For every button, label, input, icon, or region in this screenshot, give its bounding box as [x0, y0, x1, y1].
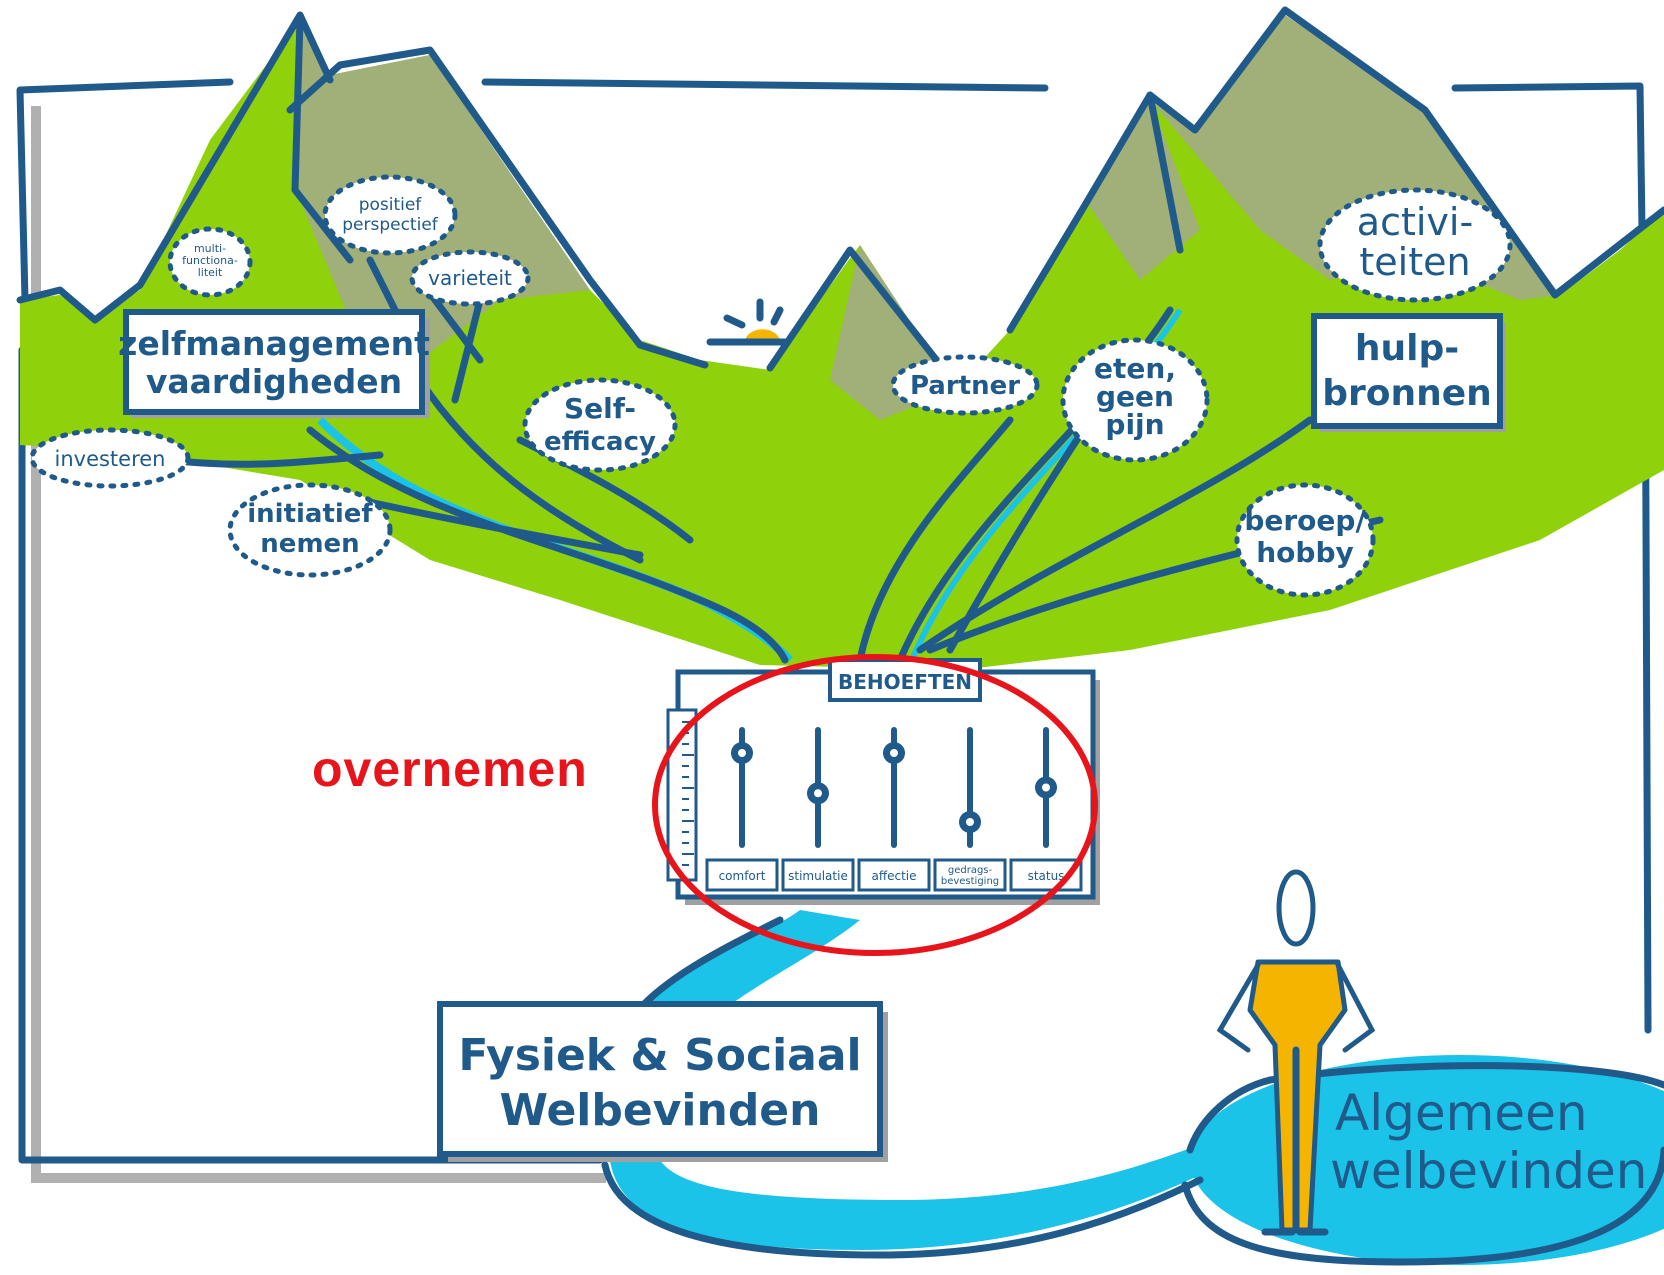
svg-text:positief: positief [359, 195, 423, 215]
bubble-multifunctionaliteit: multi- functiona- liteit [167, 226, 253, 298]
svg-text:multi-: multi- [194, 242, 226, 255]
svg-text:liteit: liteit [198, 266, 223, 279]
zelfmanagement-box: zelfmanagement vaardigheden [118, 309, 430, 418]
slider-knob-center [738, 749, 746, 757]
svg-text:pijn: pijn [1105, 408, 1164, 441]
slider-3[interactable]: gedrags-bevestiging [933, 727, 1007, 892]
fysiek-line-2: Welbevinden [500, 1085, 821, 1136]
needs-sliders: comfort stimulatie affectie gedrags-bevesti… [705, 727, 1083, 892]
svg-text:perspectief: perspectief [342, 215, 439, 235]
need-tag [781, 858, 855, 892]
svg-text:geen: geen [1096, 380, 1174, 413]
slider-knob-center [1042, 783, 1050, 792]
bubble-initiatief-nemen: initiatief nemen [227, 482, 393, 578]
slider-knob-center [966, 818, 974, 826]
fysiek-line-1: Fysiek & Sociaal [458, 1030, 861, 1081]
svg-text:initiatief: initiatief [247, 499, 373, 529]
hulpbronnen-line-2: bronnen [1322, 373, 1492, 414]
slider-0[interactable]: comfort [705, 727, 779, 892]
svg-text:Self-: Self- [564, 392, 636, 425]
need-tag [933, 858, 1007, 892]
svg-text:teiten: teiten [1359, 240, 1470, 284]
algemeen-line-2: welbevinden [1330, 1142, 1647, 1200]
svg-text:investeren: investeren [55, 447, 166, 471]
need-label: comfort [719, 869, 766, 883]
zelfmanagement-line-1: zelfmanagement [118, 324, 430, 363]
bubble-positief-perspectief: positief perspectief [322, 174, 458, 256]
bubble-activiteiten: activi- teiten [1317, 187, 1513, 303]
need-label: affectie [871, 869, 916, 883]
svg-text:activi-: activi- [1357, 200, 1473, 244]
zelfmanagement-line-2: vaardigheden [146, 362, 402, 401]
svg-text:beroep/: beroep/ [1244, 504, 1366, 537]
svg-text:hobby: hobby [1256, 536, 1354, 569]
person-figure [1216, 869, 1376, 1236]
behoeften-panel: BEHOEFTEN comfort stimulatie affectie gedra… [666, 658, 1100, 905]
bubble-self-efficacy: Self- efficacy [522, 377, 678, 473]
highlight-circle [652, 654, 1098, 956]
svg-text:eten,: eten, [1094, 352, 1176, 385]
bubble-beroep-hobby: beroep/ hobby [1234, 482, 1376, 598]
need-label: stimulatie [788, 869, 848, 883]
bubble-eten-geen-pijn: eten, geen pijn [1060, 337, 1210, 463]
svg-text:varieteit: varieteit [428, 266, 512, 290]
hulpbronnen-box: hulp- bronnen [1311, 313, 1506, 432]
overnemen-label: overnemen [312, 741, 588, 797]
hulpbronnen-line-1: hulp- [1355, 328, 1459, 369]
svg-text:efficacy: efficacy [544, 427, 656, 457]
need-label: gedrags- [948, 865, 993, 876]
bubble-varieteit: varieteit [409, 249, 531, 307]
slider-1[interactable]: stimulatie [781, 727, 855, 892]
svg-text:functiona-: functiona- [182, 254, 238, 267]
need-tag [705, 858, 779, 892]
fysiek-sociaal-welbevinden-box: Fysiek & Sociaal Welbevinden [437, 1001, 888, 1162]
slider-knob-center [890, 749, 898, 757]
need-tag [857, 858, 931, 892]
bubble-investeren: investeren [29, 427, 191, 489]
algemeen-line-1: Algemeen [1335, 1084, 1588, 1142]
sun-icon [706, 298, 789, 346]
svg-text:Partner: Partner [910, 371, 1020, 401]
svg-text:nemen: nemen [260, 529, 359, 559]
bubble-partner: Partner [890, 354, 1040, 416]
need-label: bevestiging [941, 876, 999, 887]
behoeften-title: BEHOEFTEN [838, 670, 972, 694]
slider-knob-center [814, 789, 822, 798]
need-label: status [1028, 869, 1065, 883]
algemeen-welbevinden-label: Algemeen welbevinden [1330, 1084, 1647, 1200]
slider-2[interactable]: affectie [857, 727, 931, 892]
